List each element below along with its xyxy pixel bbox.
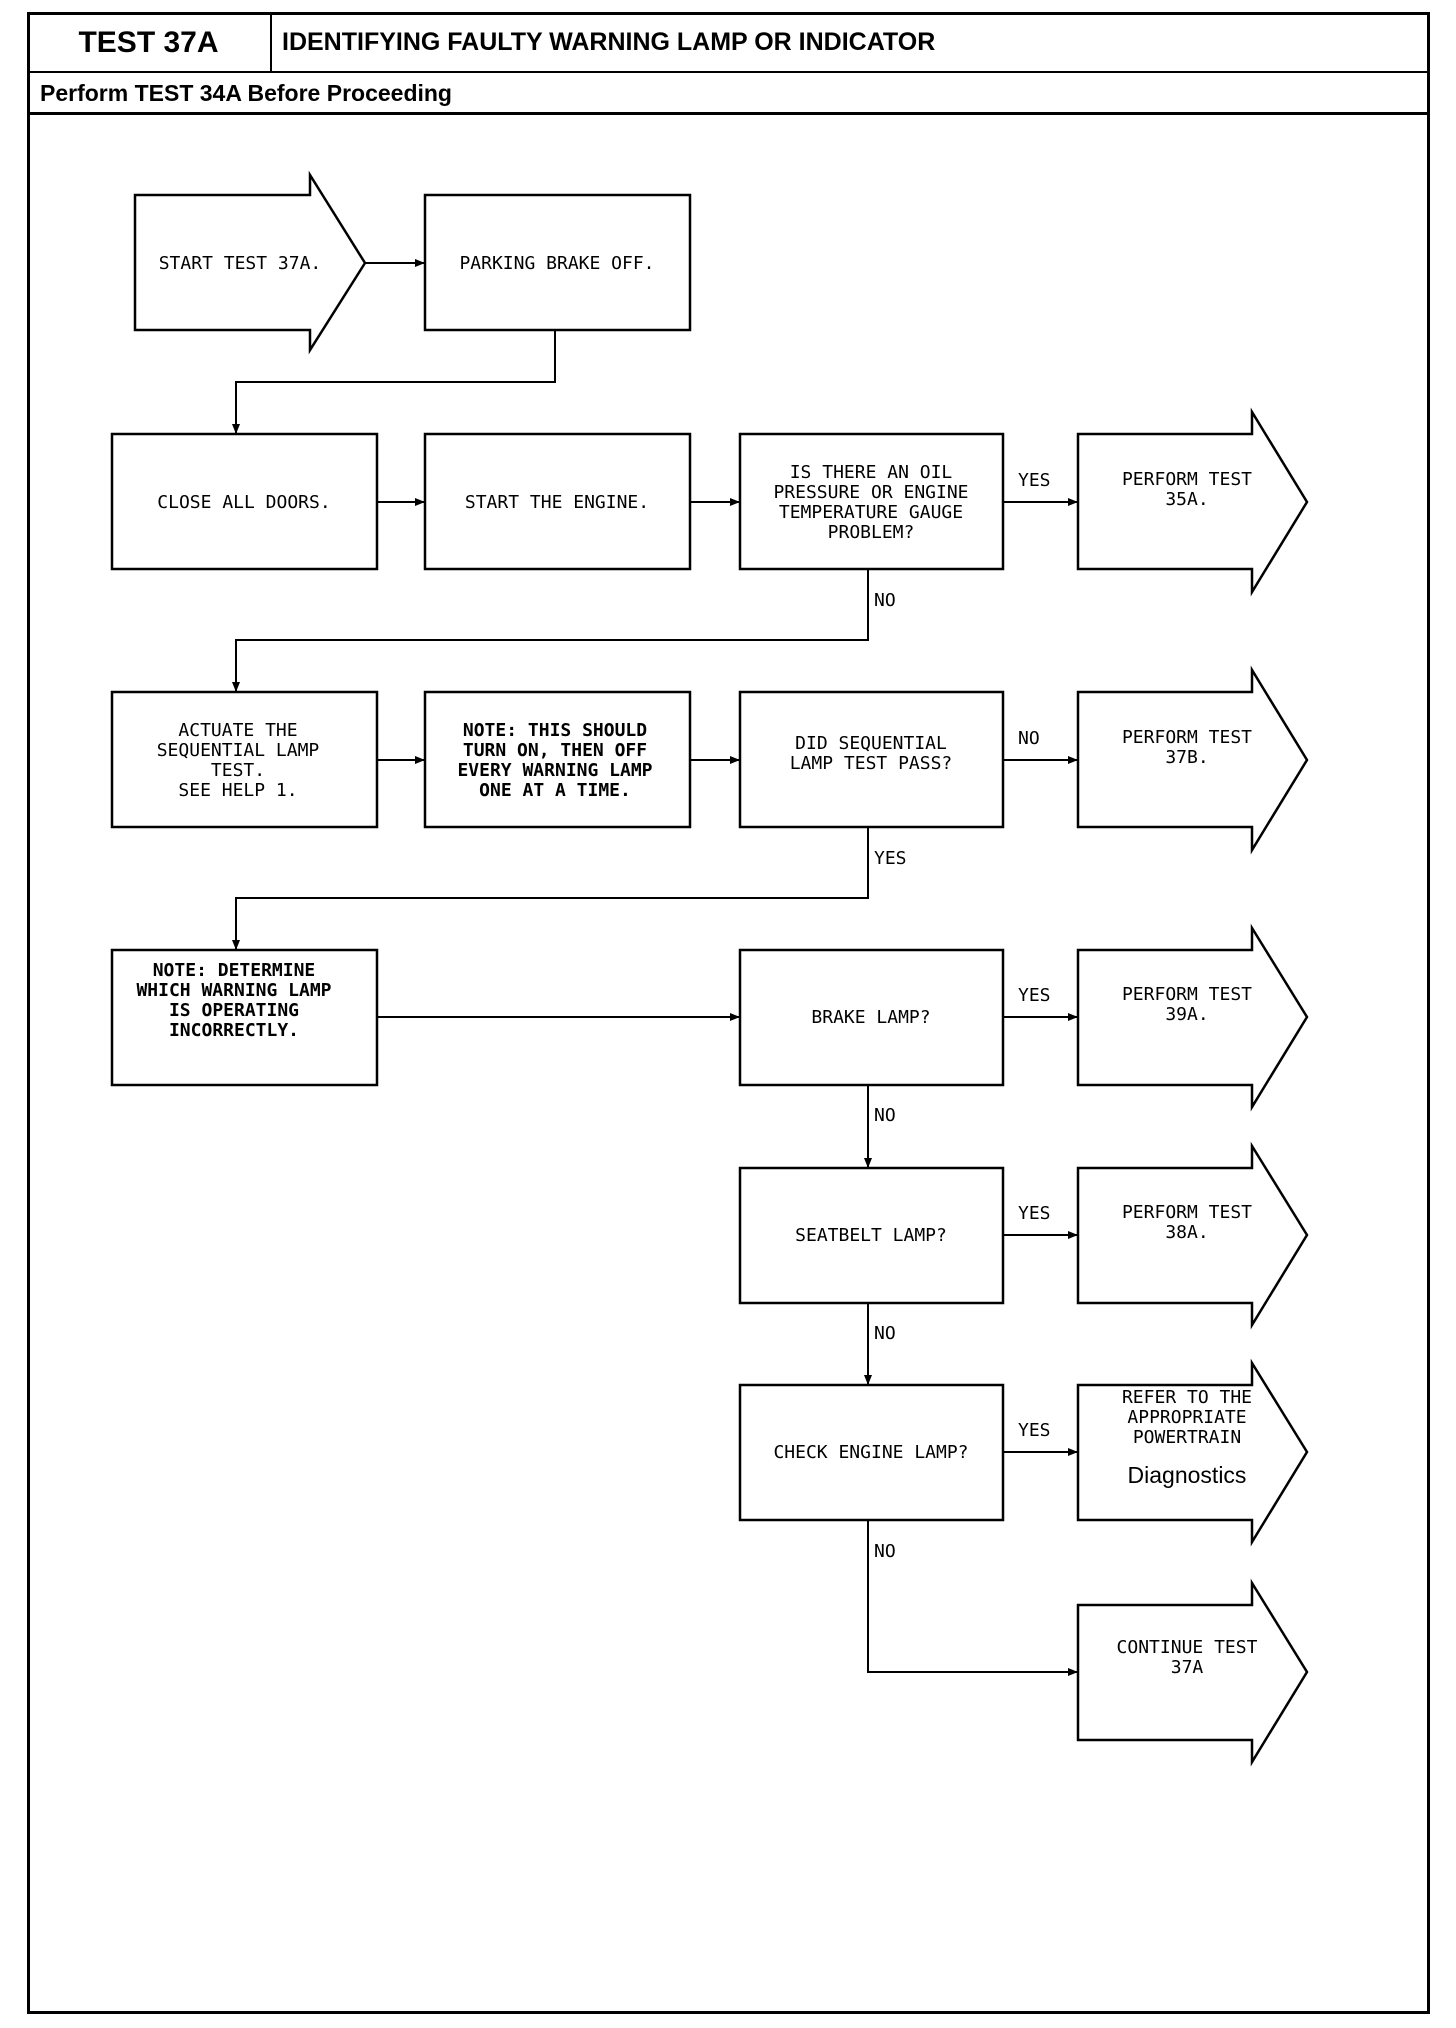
connector-parking-doors [232,330,556,434]
text-line: IS OPERATING [169,1000,299,1021]
start-arrow-shape [133,170,367,355]
check-engine-question-text: CHECK ENGINE LAMP? [773,1442,968,1463]
text-line: LAMP TEST PASS? [790,753,953,774]
text-line: START TEST 37A. [159,253,322,274]
test-title: IDENTIFYING FAULTY WARNING LAMP OR INDIC… [282,28,936,56]
label-no-37b: NO [1018,728,1040,749]
text-line: CONTINUE TEST [1117,1637,1258,1658]
start-engine-text: START THE ENGINE. [465,492,649,513]
header-row [27,12,1430,73]
refer-powertrain-diagnostics: Diagnostics [1128,1462,1247,1488]
text-line: 35A. [1165,489,1208,510]
text-line: PRESSURE OR ENGINE [773,482,968,503]
label-no-brake: NO [874,1105,896,1126]
text-line: SEE HELP 1. [178,780,297,801]
perform-39a-arrow-shape [1076,923,1309,1112]
text-line: START THE ENGINE. [465,492,649,513]
label-no-checkengine: NO [874,1541,896,1562]
text-line: ONE AT A TIME. [479,780,631,801]
perform-35a-arrow-shape [1076,407,1309,597]
text-line: NOTE: DETERMINE [153,960,316,981]
text-line: INCORRECTLY. [169,1020,299,1041]
label-no-oil: NO [874,590,896,611]
text-line: PARKING BRAKE OFF. [459,253,654,274]
text-line: EVERY WARNING LAMP [457,760,652,781]
text-line: CLOSE ALL DOORS. [157,492,330,513]
parking-brake-box [423,193,692,332]
text-line: PROBLEM? [828,522,915,543]
refer-powertrain-arrow-shape [1076,1358,1309,1547]
text-line: WHICH WARNING LAMP [136,980,331,1001]
text-line: BRAKE LAMP? [811,1007,930,1028]
text-line: PERFORM TEST [1122,727,1252,748]
connector-checkengine-continue [867,1520,1078,1676]
label-no-seatbelt: NO [874,1323,896,1344]
continue-arrow-shape [1076,1578,1309,1767]
text-line: APPROPRIATE [1127,1407,1246,1428]
perform-38a-arrow-shape [1076,1141,1309,1330]
label-yes-39a: YES [1018,985,1051,1006]
connector-oil-actuate [232,569,869,692]
test-id: TEST 37A [27,12,272,73]
text-line: 38A. [1165,1222,1208,1243]
prerequisite-note: Perform TEST 34A Before Proceeding [40,79,452,106]
text-line: 37A [1171,1657,1204,1678]
label-yes-38a: YES [1018,1203,1051,1224]
text-line: TEMPERATURE GAUGE [779,502,963,523]
perform-37b-arrow-shape [1076,665,1309,855]
label-yes-35a: YES [1018,470,1051,491]
text-line: TURN ON, THEN OFF [463,740,647,761]
text-line: PERFORM TEST [1122,984,1252,1005]
text-line: SEQUENTIAL LAMP [157,740,320,761]
brake-question-text: BRAKE LAMP? [811,1007,930,1028]
close-doors-text: CLOSE ALL DOORS. [157,492,330,513]
parking-brake-text: PARKING BRAKE OFF. [459,253,654,274]
text-line: DID SEQUENTIAL [795,733,947,754]
label-yes-seq: YES [874,848,907,869]
prerequisite-row [27,73,1430,115]
text-line: 37B. [1165,747,1208,768]
text-line: TEST. [211,760,265,781]
page-frame [27,12,1430,2014]
text-line: PERFORM TEST [1122,1202,1252,1223]
text-line: ACTUATE THE [178,720,297,741]
connector-seq-determine [232,827,869,950]
text-line: POWERTRAIN [1133,1427,1241,1448]
text-line: 39A. [1165,1004,1208,1025]
text-line: REFER TO THE [1122,1387,1252,1408]
start-text: START TEST 37A. [159,253,322,274]
label-yes-refer: YES [1018,1420,1051,1441]
text-line: CHECK ENGINE LAMP? [773,1442,968,1463]
text-line: SEATBELT LAMP? [795,1225,947,1246]
text-line: PERFORM TEST [1122,469,1252,490]
text-line: IS THERE AN OIL [790,462,953,483]
seatbelt-question-text: SEATBELT LAMP? [795,1225,947,1246]
text-line: NOTE: THIS SHOULD [463,720,647,741]
